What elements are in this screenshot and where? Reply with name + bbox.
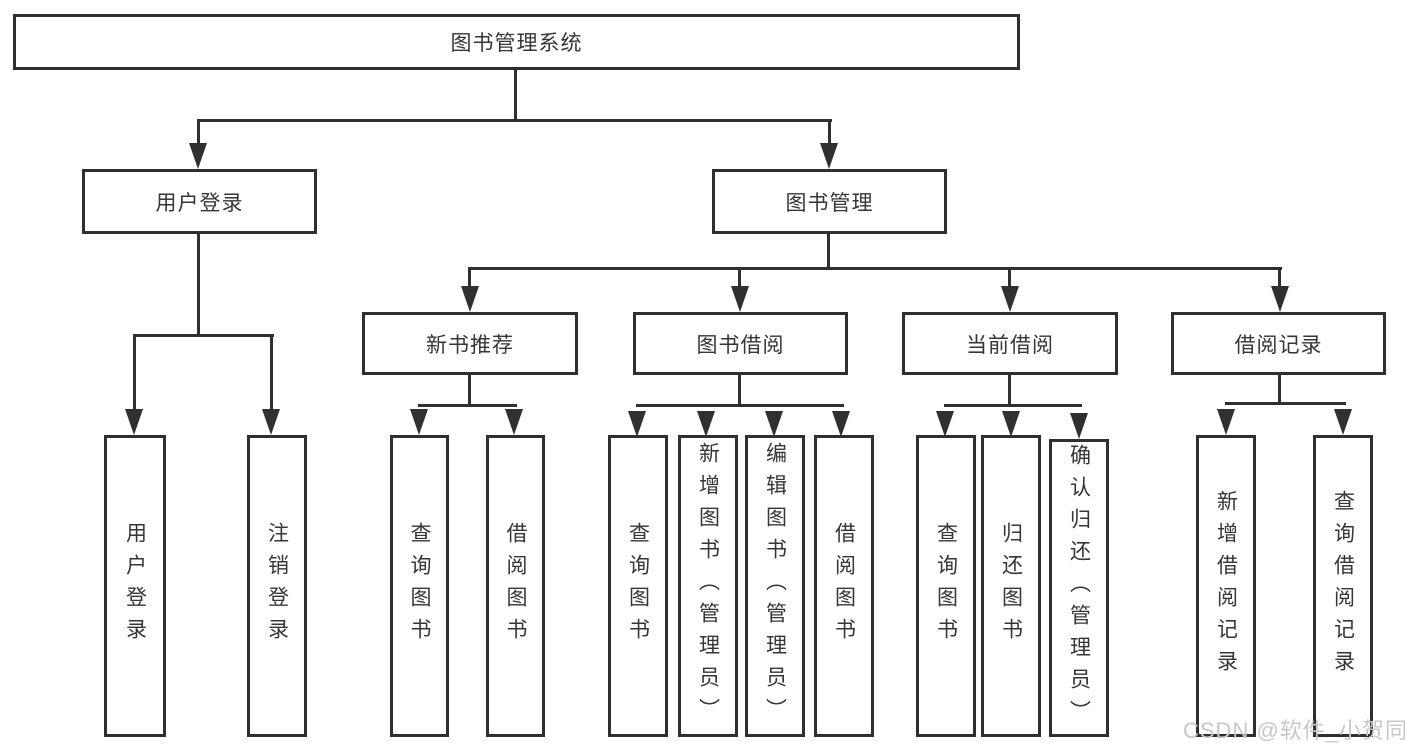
arrowhead-borrow-a [505, 409, 523, 435]
node-label: 查询图书 [408, 522, 431, 650]
connector-root-hbar [197, 119, 832, 122]
arrowhead-query-record [1334, 409, 1352, 435]
connector-stub-borrowing [738, 267, 741, 289]
arrowhead-edit-book [765, 411, 783, 437]
connector-root-down [514, 68, 517, 122]
node-label: 新增图书（管理员） [696, 442, 720, 730]
node-label: 注销登录 [265, 522, 289, 650]
node-borrow-book-2: 借阅图书 [814, 435, 874, 737]
node-query-book-3: 查询图书 [916, 435, 976, 737]
node-label: 归还图书 [999, 522, 1023, 650]
connector-stub-current [1008, 267, 1011, 289]
arrowhead-user-login [189, 143, 207, 169]
node-add-borrow-record: 新增借阅记录 [1196, 435, 1256, 737]
connector-records-down [1278, 373, 1281, 405]
connector-stub-login-v [133, 334, 136, 412]
arrowhead-confirm-return [1070, 413, 1088, 439]
node-borrow-book-1: 借阅图书 [486, 435, 545, 737]
node-new-book-recommend: 新书推荐 [362, 312, 578, 375]
connector-stub-records [1278, 267, 1281, 289]
connector-newbooks-hbar [418, 404, 517, 407]
arrowhead-login-v [125, 409, 143, 435]
arrowhead-logout [262, 409, 280, 435]
csdn-watermark: CSDN @软件_小贺同学 [1183, 718, 1405, 743]
arrowhead-return-book [1002, 411, 1020, 437]
node-label: 新增借阅记录 [1214, 490, 1238, 682]
connector-mgmt-down [827, 231, 830, 270]
node-edit-book-admin: 编辑图书（管理员） [745, 435, 805, 737]
node-label: 借阅图书 [832, 522, 856, 650]
node-label: 查询借阅记录 [1331, 490, 1355, 682]
arrowhead-borrowing [731, 286, 749, 312]
arrowhead-query-b [628, 411, 646, 437]
node-query-book-2: 查询图书 [608, 435, 668, 737]
arrowhead-query-a [410, 409, 428, 435]
node-book-management: 图书管理 [712, 169, 947, 234]
arrowhead-borrow-b [832, 411, 850, 437]
connector-login-down [197, 232, 200, 337]
node-label: 图书管理系统 [450, 32, 583, 55]
node-user-login: 用户登录 [82, 169, 317, 234]
node-label: 新书推荐 [426, 333, 514, 357]
arrowhead-records [1271, 286, 1289, 312]
node-label: 用户登录 [155, 191, 244, 215]
node-return-book: 归还图书 [981, 435, 1041, 737]
node-label: 借阅记录 [1234, 333, 1323, 357]
node-confirm-return-admin: 确认归还（管理员） [1049, 439, 1109, 737]
arrowhead-query-c [936, 411, 954, 437]
connector-mgmt-hbar [468, 267, 1282, 270]
connector-current-hbar [944, 404, 1082, 407]
node-label: 用户登录 [123, 522, 147, 650]
connector-newbooks-down [468, 373, 471, 407]
node-query-book-1: 查询图书 [390, 435, 449, 737]
connector-stub-new-books [468, 267, 471, 289]
connector-current-down [1008, 373, 1011, 407]
node-add-book-admin: 新增图书（管理员） [678, 435, 738, 737]
connector-stub-logout [270, 334, 273, 412]
node-label: 当前借阅 [966, 333, 1054, 357]
arrowhead-current [1001, 286, 1019, 312]
connector-borrowing-down [738, 373, 741, 407]
connector-borrowing-hbar [636, 404, 844, 407]
connector-records-hbar [1225, 402, 1346, 405]
node-label: 查询图书 [626, 522, 650, 650]
node-label: 确认归还（管理员） [1067, 444, 1091, 732]
arrowhead-add-book [697, 411, 715, 437]
node-borrow-records: 借阅记录 [1171, 312, 1386, 375]
node-label: 图书管理 [785, 191, 874, 215]
node-label: 查询图书 [934, 522, 958, 650]
node-label: 图书借阅 [696, 333, 785, 357]
connector-login-hbar [133, 334, 274, 337]
node-label: 借阅图书 [504, 522, 527, 650]
arrowhead-add-record [1217, 409, 1235, 435]
node-label: 编辑图书（管理员） [763, 442, 787, 730]
arrowhead-book-mgmt [820, 143, 838, 169]
node-current-borrowing: 当前借阅 [902, 312, 1118, 375]
node-logout: 注销登录 [247, 435, 307, 737]
node-query-borrow-record: 查询借阅记录 [1313, 435, 1373, 737]
node-book-borrowing: 图书借阅 [633, 312, 848, 375]
node-user-login-action: 用户登录 [104, 435, 166, 737]
arrowhead-new-books [461, 286, 479, 312]
connector-stub-user-login [197, 119, 200, 146]
connector-stub-book-mgmt [828, 119, 831, 146]
node-library-system: 图书管理系统 [13, 14, 1020, 70]
